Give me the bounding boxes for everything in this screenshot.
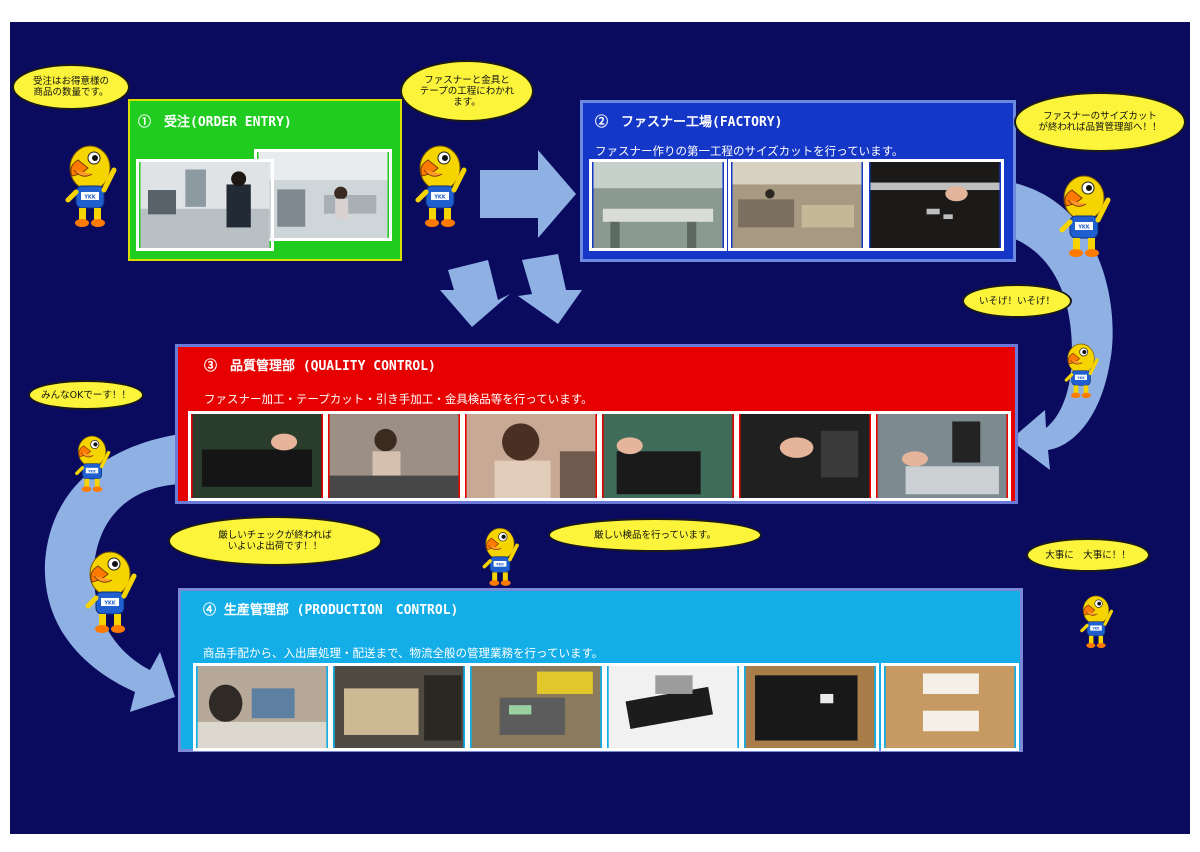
mascot-5: YKK xyxy=(72,432,112,494)
mascot-badge: YKK xyxy=(1091,627,1100,631)
flow-diagram-canvas: ① 受注(ORDER ENTRY) ② ファスナー工場(FACTORY) ファス… xyxy=(10,22,1190,834)
mascot-8: YKK xyxy=(1078,592,1114,650)
mascot-badge: YKK xyxy=(87,469,96,473)
mascot-badge: YKK xyxy=(83,195,96,201)
mascot-badge: YKK xyxy=(1076,376,1085,380)
curve-quality-to-production xyxy=(44,434,180,712)
order-entry-photo-back xyxy=(254,149,392,241)
factory-photo-3 xyxy=(866,159,1004,251)
production-description: 商品手配から、入出庫処理・配送まで、物流全般の管理業務を行っています。 xyxy=(203,646,604,660)
quality-photo-1 xyxy=(188,411,326,501)
mascot-badge: YKK xyxy=(1077,225,1090,231)
bubble-all-ok: みんなOKでーす！！ xyxy=(28,380,144,410)
production-photo-4 xyxy=(604,663,742,751)
mascot-badge: YKK xyxy=(433,195,446,201)
production-panel: ④ 生産管理部 (PRODUCTION CONTROL) 商品手配から、入出庫処… xyxy=(178,588,1023,752)
bubble-order-quantity: 受注はお得意様の 商品の数量です。 xyxy=(12,64,130,110)
production-photo-1 xyxy=(193,663,331,751)
factory-panel: ② ファスナー工場(FACTORY) ファスナー作りの第一工程のサイズカットを行… xyxy=(580,100,1016,262)
production-title: ④ 生産管理部 (PRODUCTION CONTROL) xyxy=(203,603,459,618)
quality-panel: ③ 品質管理部 (QUALITY CONTROL) ファスナー加工・テープカット… xyxy=(175,344,1018,504)
mascot-7: YKK xyxy=(480,524,520,588)
quality-photo-6 xyxy=(873,411,1011,501)
order-entry-title: ① 受注(ORDER ENTRY) xyxy=(138,115,292,130)
bubble-inspection: 厳しい検品を行っています。 xyxy=(548,518,762,552)
mascot-1: YKK xyxy=(62,140,118,230)
quality-photo-3 xyxy=(462,411,600,501)
production-photo-5 xyxy=(741,663,879,751)
arrow-down-right xyxy=(518,254,582,324)
factory-photo-2 xyxy=(728,159,866,251)
arrow-down-left xyxy=(440,260,510,327)
factory-description: ファスナー作りの第一工程のサイズカットを行っています。 xyxy=(595,144,904,158)
order-entry-panel: ① 受注(ORDER ENTRY) xyxy=(128,99,402,261)
mascot-2: YKK xyxy=(412,140,468,230)
bubble-hurry: いそげ！いそげ！ xyxy=(962,284,1072,318)
production-photo-6 xyxy=(881,663,1019,751)
arrow-to-factory xyxy=(480,150,576,238)
order-entry-photo-front xyxy=(136,159,274,251)
quality-photo-5 xyxy=(736,411,874,501)
production-photo-3 xyxy=(467,663,605,751)
bubble-process-split: ファスナーと金具と テープの工程にわかれ ます。 xyxy=(400,60,534,122)
mascot-badge: YKK xyxy=(103,601,116,607)
factory-title: ② ファスナー工場(FACTORY) xyxy=(595,115,783,130)
quality-photo-2 xyxy=(325,411,463,501)
bubble-handle-with-care: 大事に 大事に！！ xyxy=(1026,538,1150,572)
mascot-6: YKK xyxy=(82,546,138,636)
bubble-ready-to-ship: 厳しいチェックが終われば いよいよ出荷です！！ xyxy=(168,516,382,566)
mascot-badge: YKK xyxy=(495,563,504,567)
factory-photo-1 xyxy=(589,159,727,251)
production-photo-2 xyxy=(330,663,468,751)
quality-title: ③ 品質管理部 (QUALITY CONTROL) xyxy=(204,359,436,374)
mascot-3: YKK xyxy=(1056,170,1112,260)
quality-photo-4 xyxy=(599,411,737,501)
bubble-size-cut-done: ファスナーのサイズカット が終われば品質管理部へ！！ xyxy=(1014,92,1186,152)
mascot-4: YKK xyxy=(1062,340,1100,400)
quality-description: ファスナー加工・テープカット・引き手加工・金具検品等を行っています。 xyxy=(204,392,593,406)
